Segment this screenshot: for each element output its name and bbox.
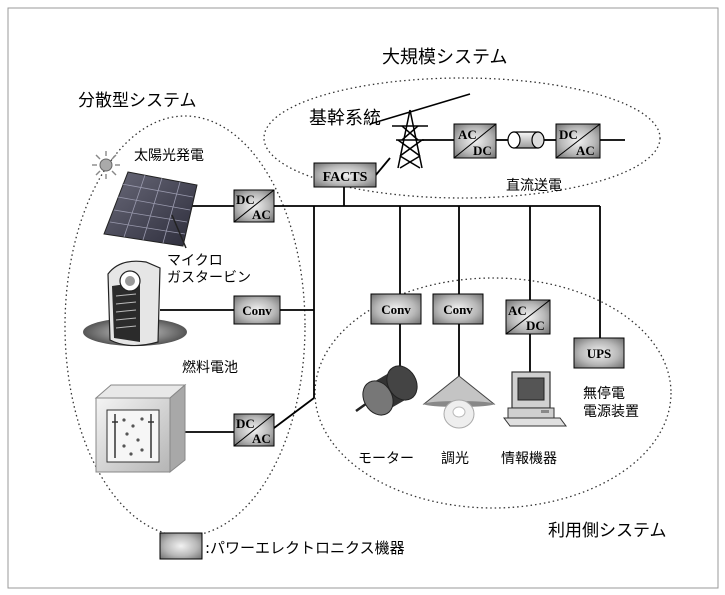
ac-label: AC [458,127,477,142]
micro-gas-turbine-label-line1: マイクロ [167,253,223,269]
gas-turbine-icon [83,260,187,347]
dc-label: DC [473,143,492,158]
legend-swatch [159,532,203,560]
dc-cable-icon [507,131,545,149]
facts-label: FACTS [323,170,368,185]
region-large-scale-label: 大規模システム [382,47,507,68]
ups-label-line1: 無停電 [583,385,625,402]
motor-icon [355,365,418,416]
conv-label: Conv [381,302,411,317]
conv-converter-motor: Conv [370,293,422,325]
ac-label: AC [576,143,595,158]
ac-label: AC [252,207,271,222]
ac-label: AC [252,431,271,446]
dimmer-label: 調光 [441,451,469,467]
dc-transmission-label: 直流送電 [506,177,562,194]
conv-label: Conv [443,302,473,317]
legend: :パワーエレクトロニクス機器 [159,532,405,560]
conv-converter-dimmer: Conv [432,293,484,325]
ups-label-line2: 電源装置 [583,404,639,420]
backbone-label: 基幹系統 [309,108,381,129]
ac-dc-converter-backbone: AC DC [453,123,497,159]
region-large-scale-outline [263,77,661,199]
region-user-side-outline [314,277,672,509]
motor-label: モーター [358,451,414,467]
fuel-cell-icon [94,383,187,474]
lamp-icon [422,375,496,429]
dc-ac-converter-solar: DC AC [233,189,275,223]
ups-converter: UPS [573,337,625,369]
info-equipment-label: 情報機器 [501,451,557,467]
dc-label: DC [559,127,578,142]
fuel-cell-label: 燃料電池 [182,359,238,376]
ups-label: UPS [587,346,612,361]
ac-label: AC [508,303,527,318]
dc-ac-converter-backbone: DC AC [555,123,601,159]
legend-label: :パワーエレクトロニクス機器 [205,539,405,557]
ac-dc-converter-info: AC DC [505,299,551,335]
computer-icon [503,371,567,427]
conv-converter-gas-turbine: Conv [233,295,281,325]
bus-wiring [160,139,625,433]
dc-label: DC [526,318,545,333]
conv-label: Conv [242,303,272,318]
facts-converter: FACTS [313,162,377,188]
outer-border [7,7,719,589]
dc-label: DC [236,416,255,431]
dc-ac-converter-fuel-cell: DC AC [233,413,275,447]
transmission-tower-icon [369,93,471,169]
dc-label: DC [236,192,255,207]
sun-icon [92,151,120,179]
solar-panel-icon [103,171,198,249]
region-distributed-outline [64,115,306,537]
region-user-side-label: 利用側システム [548,521,667,541]
region-distributed-label: 分散型システム [78,91,197,111]
micro-gas-turbine-label-line2: ガスタービン [167,270,251,286]
solar-label: 太陽光発電 [134,148,204,164]
